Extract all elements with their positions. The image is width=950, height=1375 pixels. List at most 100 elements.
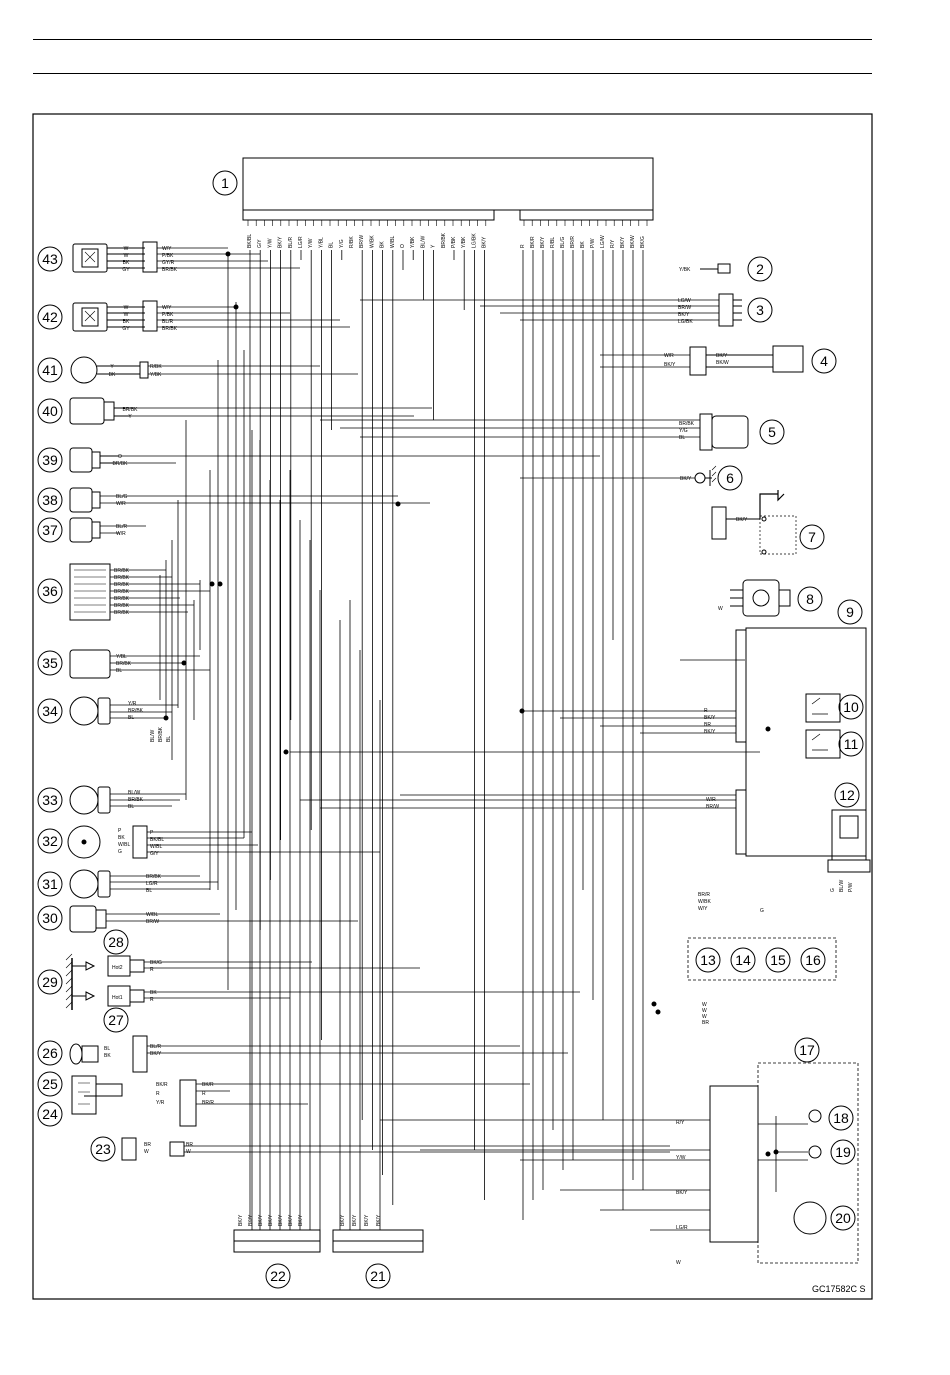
junction-dot xyxy=(519,708,525,714)
callout-35: 35 xyxy=(37,650,63,676)
wire-label: BR/BK xyxy=(114,582,130,588)
harness-wires xyxy=(100,247,779,1231)
wire-label: BR/BK xyxy=(114,589,130,595)
wire-label: BL xyxy=(128,715,134,721)
wire-label: W/R xyxy=(664,353,674,359)
wire-label: BK/G xyxy=(150,960,162,966)
wire-label: BK/Y xyxy=(150,1051,162,1057)
wire-label: BL/W xyxy=(150,729,156,742)
wire-label: LG/BK xyxy=(678,319,693,325)
svg-text:27: 27 xyxy=(108,1012,124,1028)
ecu-pin-label: R/BK xyxy=(349,236,355,248)
wire-label: BK/Y xyxy=(238,1214,244,1226)
wire-label: BR xyxy=(186,1142,193,1148)
wire-label: W/BK xyxy=(698,899,711,905)
wire-label: BL xyxy=(116,668,122,674)
svg-text:26: 26 xyxy=(42,1045,58,1061)
wire-label: W/Y xyxy=(162,305,172,311)
sensor-35 xyxy=(69,649,111,679)
svg-text:10: 10 xyxy=(843,699,859,715)
callout-21: 21 xyxy=(365,1263,391,1289)
wire-label: BK/Y xyxy=(258,1214,264,1226)
wire-label: Y/BL xyxy=(116,654,127,660)
svg-text:29: 29 xyxy=(42,974,58,990)
switch-23 xyxy=(121,1137,185,1161)
wire-label: BK/Y xyxy=(678,312,690,318)
wire-label: R xyxy=(150,997,154,1003)
wire-label: LG/R xyxy=(146,881,158,887)
ecu-pin-label: R xyxy=(520,244,526,248)
callout-43: 43 xyxy=(37,246,63,272)
wire-label: BR/BK xyxy=(116,661,132,667)
ecu-pin-label: BR/BK xyxy=(441,232,447,248)
wire-label: BR/BK xyxy=(114,568,130,574)
wire-label: P/BK xyxy=(162,312,174,318)
wire-label: BL xyxy=(104,1046,110,1052)
svg-text:6: 6 xyxy=(726,470,734,486)
callout-18: 18 xyxy=(828,1105,854,1131)
callout-28: 28 xyxy=(103,929,129,955)
wire-label: BL/W xyxy=(128,790,141,796)
wire-label: BK/R xyxy=(156,1082,168,1088)
wire-label: BR/R xyxy=(698,892,710,898)
svg-text:3: 3 xyxy=(756,302,764,318)
wire-label: BK/Y xyxy=(248,1214,254,1226)
wire-label: BK/Y xyxy=(278,1214,284,1226)
ecu-pin-label: P/W xyxy=(590,238,596,248)
ecu-pin-label: BL/W xyxy=(420,235,426,248)
callout-33: 33 xyxy=(37,787,63,813)
wire-label: R xyxy=(156,1091,160,1097)
ecu-pin-label: Y/BK xyxy=(461,236,467,248)
svg-text:39: 39 xyxy=(42,452,58,468)
wire-label: BR xyxy=(704,722,711,728)
wire-label: W xyxy=(124,246,129,252)
wire-label: P/BK xyxy=(162,253,174,259)
wire-label: BK xyxy=(118,835,125,841)
wire-label: BR/BK xyxy=(162,267,178,273)
wire-label: W/Y xyxy=(698,906,708,912)
wire-label: BK/Y xyxy=(704,715,716,721)
wire-label: BL xyxy=(128,804,134,810)
ecu-pin-label: Y/BL xyxy=(318,237,324,248)
wire-label: LG/R xyxy=(676,1225,688,1231)
svg-text:17: 17 xyxy=(799,1042,815,1058)
ecu-pin-label: BK/R xyxy=(530,236,536,248)
sensor-39 xyxy=(69,447,118,473)
wire-label: BR/BK xyxy=(112,461,128,467)
svg-text:36: 36 xyxy=(42,583,58,599)
wire-label: BL/W xyxy=(839,879,845,892)
svg-text:35: 35 xyxy=(42,655,58,671)
component-8 xyxy=(730,579,791,617)
callout-6: 6 xyxy=(717,465,743,491)
callout-14: 14 xyxy=(730,947,756,973)
wire-label: BR/BK xyxy=(114,575,130,581)
wire-label: BL xyxy=(146,888,152,894)
junction-dot xyxy=(651,1001,657,1007)
svg-text:16: 16 xyxy=(805,952,821,968)
wire-label: G xyxy=(760,908,764,914)
svg-text:13: 13 xyxy=(700,952,716,968)
svg-text:1: 1 xyxy=(221,175,229,191)
wire-label: BK/Y xyxy=(704,729,716,735)
ecu-pin-label: R/BL xyxy=(550,237,556,248)
svg-text:38: 38 xyxy=(42,492,58,508)
sensor-31 xyxy=(69,869,111,899)
callout-37: 37 xyxy=(37,517,63,543)
callout-26: 26 xyxy=(37,1040,63,1066)
wire-label: BR/BK xyxy=(114,610,130,616)
wire-label: W/Y xyxy=(162,246,172,252)
wire-label: BK xyxy=(104,1053,111,1059)
sensor-37 xyxy=(69,517,101,543)
connector-3 xyxy=(718,293,742,327)
wire-label: BR/BK xyxy=(122,407,138,413)
svg-text:41: 41 xyxy=(42,362,58,378)
ecu-pin-label: W/BL xyxy=(390,236,396,248)
ecu-pin-label: R/Y xyxy=(610,239,616,248)
wire-label: G xyxy=(118,849,122,855)
callout-27: 27 xyxy=(103,1007,129,1033)
sensor-40 xyxy=(69,397,130,425)
wire-label: W/R xyxy=(706,797,716,803)
wire-label: BL/R xyxy=(162,319,174,325)
ecu-pin-label: BK/W xyxy=(630,235,636,248)
